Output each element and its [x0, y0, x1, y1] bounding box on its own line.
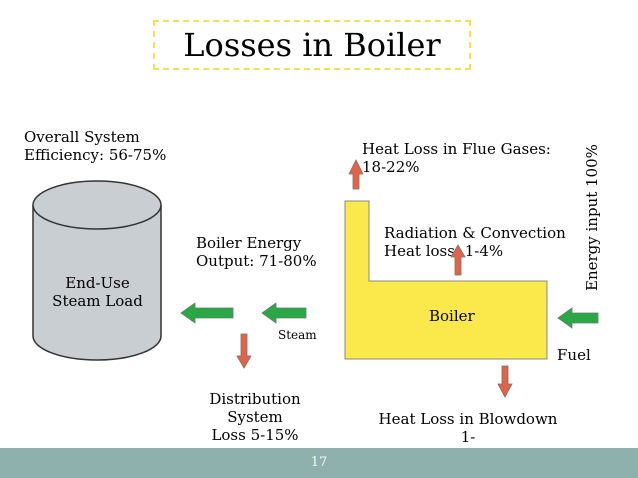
boiler-shape — [344, 200, 548, 360]
tank-top — [32, 180, 162, 230]
radiation-loss-arrow — [450, 244, 466, 276]
overall-efficiency-text: Overall System Efficiency: 56-75% — [24, 128, 166, 164]
distribution-loss-line1: Distribution System — [209, 390, 301, 426]
flue-loss-arrow — [348, 159, 364, 190]
blowdown-loss-arrow — [497, 365, 513, 398]
flue-loss-line2: 18-22% — [362, 158, 420, 176]
boiler-label: Boiler — [429, 307, 475, 325]
boiler-output-line1: Boiler Energy — [196, 234, 302, 252]
blowdown-loss-line1: Heat Loss in Blowdown 1- — [378, 410, 558, 446]
end-use-line2: Steam Load — [52, 292, 143, 310]
steam-to-load-arrow — [180, 302, 234, 324]
flue-loss-text: Heat Loss in Flue Gases: 18-22% — [362, 140, 551, 176]
distribution-loss-text: Distribution System Loss 5-15% — [180, 390, 330, 444]
boiler-output-line2: Output: 71-80% — [196, 252, 317, 270]
end-use-tank — [32, 180, 162, 361]
overall-efficiency-line1: Overall System — [24, 128, 140, 146]
end-use-line1: End-Use — [65, 274, 130, 292]
footer-bar: 17 — [0, 448, 638, 478]
flue-loss-line1: Heat Loss in Flue Gases: — [362, 140, 551, 158]
radiation-loss-text: Radiation & Convection Heat loss: 1-4% — [384, 224, 566, 260]
boiler-output-text: Boiler Energy Output: 71-80% — [196, 234, 317, 270]
page-number: 17 — [310, 455, 328, 470]
distribution-loss-arrow — [236, 333, 252, 369]
fuel-label: Fuel — [557, 346, 591, 364]
steam-label: Steam — [278, 328, 317, 342]
end-use-text: End-Use Steam Load — [30, 274, 165, 310]
radiation-loss-line1: Radiation & Convection — [384, 224, 566, 242]
overall-efficiency-line2: Efficiency: 56-75% — [24, 146, 167, 164]
distribution-loss-line2: Loss 5-15% — [211, 426, 299, 444]
fuel-in-arrow — [557, 307, 599, 329]
steam-out-arrow — [261, 302, 307, 324]
tank-body — [32, 205, 162, 361]
radiation-loss-line2: Heat loss: 1-4% — [384, 242, 504, 260]
page-title: Losses in Boiler — [183, 26, 441, 64]
title-box: Losses in Boiler — [153, 20, 471, 70]
